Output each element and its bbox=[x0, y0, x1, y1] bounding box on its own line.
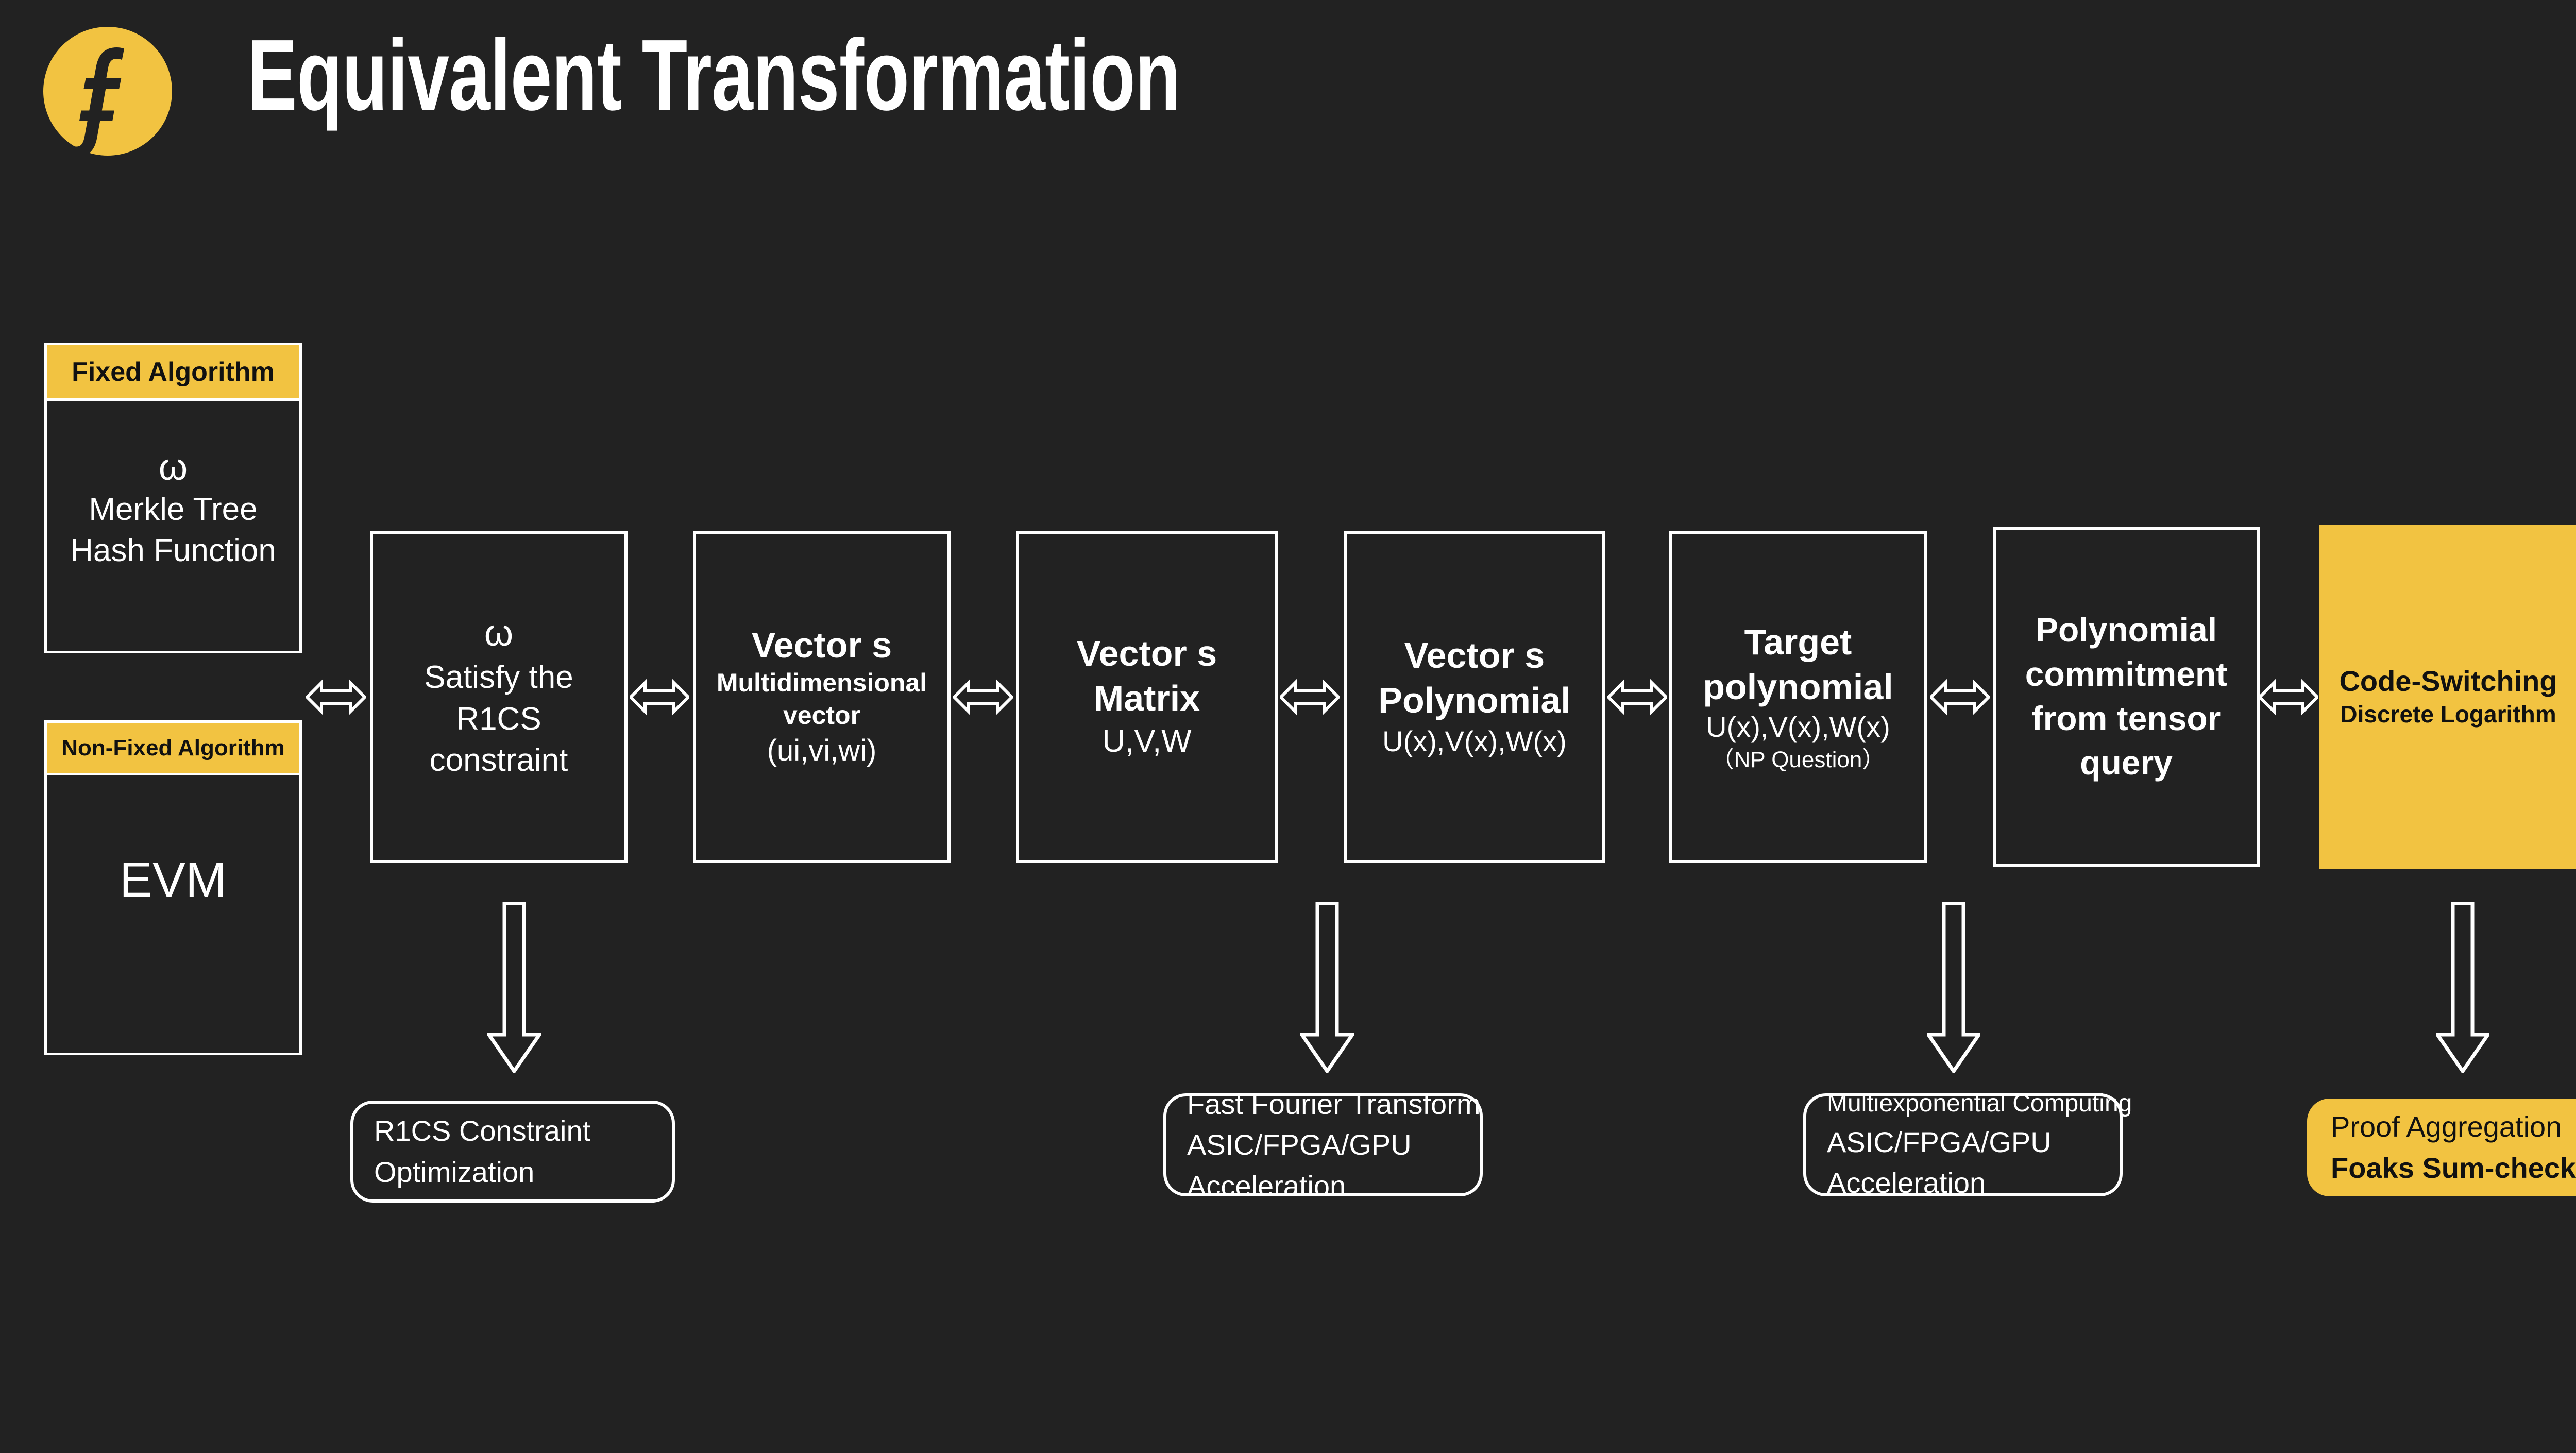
commitment-line-4: query bbox=[2080, 743, 2173, 782]
pipeline-box-target-polynomial: Target polynomial U(x),V(x),W(x) （NP Que… bbox=[1669, 531, 1927, 863]
filecoin-f-logo-icon bbox=[43, 27, 172, 156]
page-title: Equivalent Transformation bbox=[247, 19, 1181, 131]
evm-label: EVM bbox=[119, 852, 227, 907]
note-line: ASIC/FPGA/GPU bbox=[1827, 1125, 2052, 1158]
page-header: Equivalent Transformation bbox=[0, 0, 2576, 170]
r1cs-title-line-3: constraint bbox=[429, 742, 568, 779]
pipeline-box-vector-s-multidim: Vector s Multidimensional vector (ui,vi,… bbox=[693, 531, 951, 863]
code-switching-title: Code-Switching bbox=[2339, 665, 2557, 698]
note-r1cs-optimization: R1CS Constraint Optimization bbox=[350, 1101, 675, 1203]
double-headed-arrow-icon bbox=[628, 675, 691, 719]
note-proof-aggregation: Proof Aggregation Foaks Sum-check Protoc… bbox=[2307, 1099, 2576, 1196]
pipeline-box-vector-s-polynomial: Vector s Polynomial U(x),V(x),W(x) bbox=[1344, 531, 1605, 863]
note-line: ASIC/FPGA/GPU bbox=[1187, 1128, 1412, 1161]
matrix-title-line-2: Matrix bbox=[1093, 678, 1200, 719]
poly-components: U(x),V(x),W(x) bbox=[1382, 724, 1567, 757]
vector-s-sub-line-2: vector bbox=[783, 700, 861, 730]
double-headed-arrow-icon bbox=[1606, 675, 1669, 719]
note-line: Acceleration bbox=[1827, 1167, 1986, 1199]
vector-s-title: Vector s bbox=[751, 625, 892, 666]
omega-symbol: ω bbox=[484, 613, 514, 654]
pipeline-box-r1cs: ω Satisfy the R1CS constraint bbox=[370, 531, 628, 863]
fixed-algorithm-header: Fixed Algorithm bbox=[47, 345, 299, 401]
fixed-algorithm-body: ω Merkle Tree Hash Function bbox=[47, 401, 299, 651]
commitment-line-3: from tensor bbox=[2031, 699, 2221, 737]
down-arrow-icon bbox=[485, 901, 543, 1075]
note-msm-acceleration: Multiexponential Computing ASIC/FPGA/GPU… bbox=[1803, 1090, 2132, 1199]
note-line: Foaks Sum-check Protocol bbox=[2331, 1152, 2576, 1184]
r1cs-title-line-2: R1CS bbox=[456, 701, 541, 737]
target-components: U(x),V(x),W(x) bbox=[1706, 711, 1890, 744]
double-headed-arrow-icon bbox=[2257, 675, 2320, 719]
pipeline-box-polynomial-commitment: Polynomial commitment from tensor query bbox=[1993, 527, 2260, 867]
code-switching-sub: Discrete Logarithm bbox=[2340, 701, 2556, 728]
note-line: Fast Fourier Transform bbox=[1187, 1087, 1481, 1120]
note-line: Proof Aggregation bbox=[2331, 1110, 2562, 1143]
note-line: R1CS Constraint bbox=[374, 1114, 591, 1147]
double-headed-arrow-icon bbox=[952, 675, 1014, 719]
vector-s-sub-line-1: Multidimensional bbox=[716, 668, 927, 698]
poly-title-line-1: Vector s bbox=[1404, 635, 1545, 676]
note-line: Acceleration bbox=[1187, 1169, 1346, 1202]
note-fft-acceleration: Fast Fourier Transform ASIC/FPGA/GPU Acc… bbox=[1163, 1088, 1483, 1202]
pipeline-box-code-switching: Code-Switching Discrete Logarithm bbox=[2319, 525, 2576, 869]
pipeline-box-vector-s-matrix: Vector s Matrix U,V,W bbox=[1016, 531, 1278, 863]
matrix-title-line-1: Vector s bbox=[1076, 633, 1217, 674]
omega-symbol: ω bbox=[158, 447, 188, 488]
down-arrow-icon bbox=[2434, 901, 2492, 1075]
poly-title-line-2: Polynomial bbox=[1378, 680, 1571, 721]
double-headed-arrow-icon bbox=[1278, 675, 1341, 719]
note-line: Multiexponential Computing bbox=[1827, 1090, 2132, 1118]
commitment-line-1: Polynomial bbox=[2035, 611, 2217, 649]
target-np-question: （NP Question） bbox=[1711, 747, 1885, 772]
target-title-line-2: polynomial bbox=[1703, 666, 1893, 707]
note-line: Optimization bbox=[374, 1156, 535, 1188]
fixed-algorithm-line-1: Merkle Tree bbox=[89, 491, 258, 527]
down-arrow-icon bbox=[1925, 901, 1982, 1075]
vector-s-components: (ui,vi,wi) bbox=[767, 734, 877, 768]
double-headed-arrow-icon bbox=[1928, 675, 1991, 719]
double-headed-arrow-icon bbox=[304, 675, 367, 719]
r1cs-title-line-1: Satisfy the bbox=[424, 660, 573, 695]
non-fixed-algorithm-header: Non-Fixed Algorithm bbox=[47, 723, 299, 775]
non-fixed-algorithm-body: EVM bbox=[47, 775, 299, 1053]
target-title-line-1: Target bbox=[1744, 621, 1852, 662]
fixed-algorithm-box: Fixed Algorithm ω Merkle Tree Hash Funct… bbox=[44, 343, 302, 653]
down-arrow-icon bbox=[1298, 901, 1356, 1075]
commitment-line-2: commitment bbox=[2025, 655, 2228, 694]
non-fixed-algorithm-box: Non-Fixed Algorithm EVM bbox=[44, 720, 302, 1055]
matrix-components: U,V,W bbox=[1102, 723, 1192, 759]
fixed-algorithm-line-2: Hash Function bbox=[70, 533, 276, 569]
